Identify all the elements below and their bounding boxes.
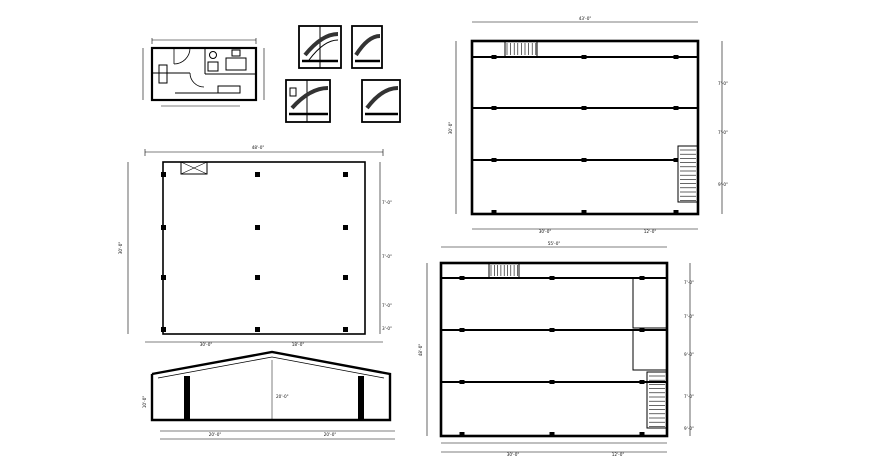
- bottom-right-right-dim-4: 7'-0": [684, 394, 694, 399]
- stair-detail-4: [361, 79, 401, 123]
- bottom-right-right-dim-1: 7'-0": [684, 280, 694, 285]
- column: [549, 276, 555, 280]
- column: [673, 210, 679, 214]
- site-right-dim-4: 3'-0": [382, 326, 392, 331]
- site-plan: 48'-0" 30'-0" 30'-0" 18'-0" 7'-0" 7'-0" …: [118, 145, 392, 347]
- column: [581, 158, 587, 162]
- column: [161, 275, 166, 280]
- column: [581, 55, 587, 59]
- column-grid: [459, 276, 645, 436]
- column: [549, 380, 555, 384]
- column-grid: [491, 55, 679, 214]
- site-right-dim-3: 7'-0": [382, 303, 392, 308]
- column: [255, 172, 260, 177]
- small-floor-plan: [142, 38, 265, 107]
- site-depth-label: 30'-0": [118, 242, 123, 255]
- column: [673, 158, 679, 162]
- stair-top: [506, 43, 537, 55]
- site-width-label: 48'-0": [252, 145, 265, 150]
- column: [639, 380, 645, 384]
- top-right-bottom-dim-2: 12'-0": [644, 229, 657, 234]
- stair-detail-2: [351, 25, 383, 69]
- column: [581, 106, 587, 110]
- bottom-right-floor-plan: 55'-0" 48'-0" 30'-0" 12'-0" 7'-0" 7'-0" …: [418, 241, 694, 457]
- column: [459, 328, 465, 332]
- section-height-label: 20'-0": [276, 394, 289, 399]
- bottom-right-right-dim-2: 7'-0": [684, 314, 694, 319]
- site-right-dim-1: 7'-0": [382, 200, 392, 205]
- stair-top: [490, 265, 518, 276]
- column: [161, 225, 166, 230]
- column-grid: [161, 172, 348, 332]
- top-right-bottom-dim-1: 30'-0": [539, 229, 552, 234]
- section-column-left: [184, 376, 190, 420]
- top-right-depth-label: 30'-0": [448, 122, 453, 135]
- column: [255, 327, 260, 332]
- stair-detail-1: [298, 25, 342, 69]
- bottom-right-right-dim-3: 9'-0": [684, 352, 694, 357]
- bottom-right-right-dim-5: 9'-0": [684, 426, 694, 431]
- bottom-right-depth-label: 48'-0": [418, 344, 423, 357]
- column: [459, 432, 465, 436]
- stair-right: [649, 375, 665, 427]
- site-bottom-dim-1: 30'-0": [200, 342, 213, 347]
- building-section: 20'-0" 10'-0" 20'-0" 20'-0": [142, 350, 395, 440]
- bottom-right-bottom-dim-2: 12'-0": [612, 452, 625, 457]
- section-bottom-dim-2: 20'-0": [324, 432, 337, 437]
- top-right-right-dim-3: 9'-0": [718, 182, 728, 187]
- column: [491, 55, 497, 59]
- column: [639, 276, 645, 280]
- site-right-dim-2: 7'-0": [382, 254, 392, 259]
- column: [161, 327, 166, 332]
- column: [673, 55, 679, 59]
- column: [549, 432, 555, 436]
- column: [491, 210, 497, 214]
- top-right-right-dim-1: 7'-0": [718, 81, 728, 86]
- column: [255, 225, 260, 230]
- top-right-right-dim-2: 7'-0": [718, 130, 728, 135]
- column: [639, 328, 645, 332]
- column: [639, 432, 645, 436]
- bottom-right-width-label: 55'-0": [548, 241, 561, 246]
- section-column-right: [358, 376, 364, 420]
- stair-right: [680, 149, 696, 201]
- column: [581, 210, 587, 214]
- top-right-width-label: 43'-0": [579, 16, 592, 21]
- column: [459, 380, 465, 384]
- column: [491, 158, 497, 162]
- top-right-floor-plan: 43'-0" 30'-0" 30'-0" 12'-0" 7'-0" 7'-0" …: [448, 16, 728, 234]
- bottom-right-bottom-dim-1: 30'-0": [507, 452, 520, 457]
- column: [343, 225, 348, 230]
- column: [549, 328, 555, 332]
- section-bottom-dim-1: 20'-0": [209, 432, 222, 437]
- stair-detail-3: [285, 79, 331, 123]
- site-bottom-dim-2: 18'-0": [292, 342, 305, 347]
- section-side-label: 10'-0": [142, 396, 147, 409]
- column: [491, 106, 497, 110]
- column: [343, 172, 348, 177]
- column: [343, 327, 348, 332]
- column: [343, 275, 348, 280]
- column: [673, 106, 679, 110]
- column: [459, 276, 465, 280]
- column: [161, 172, 166, 177]
- column: [255, 275, 260, 280]
